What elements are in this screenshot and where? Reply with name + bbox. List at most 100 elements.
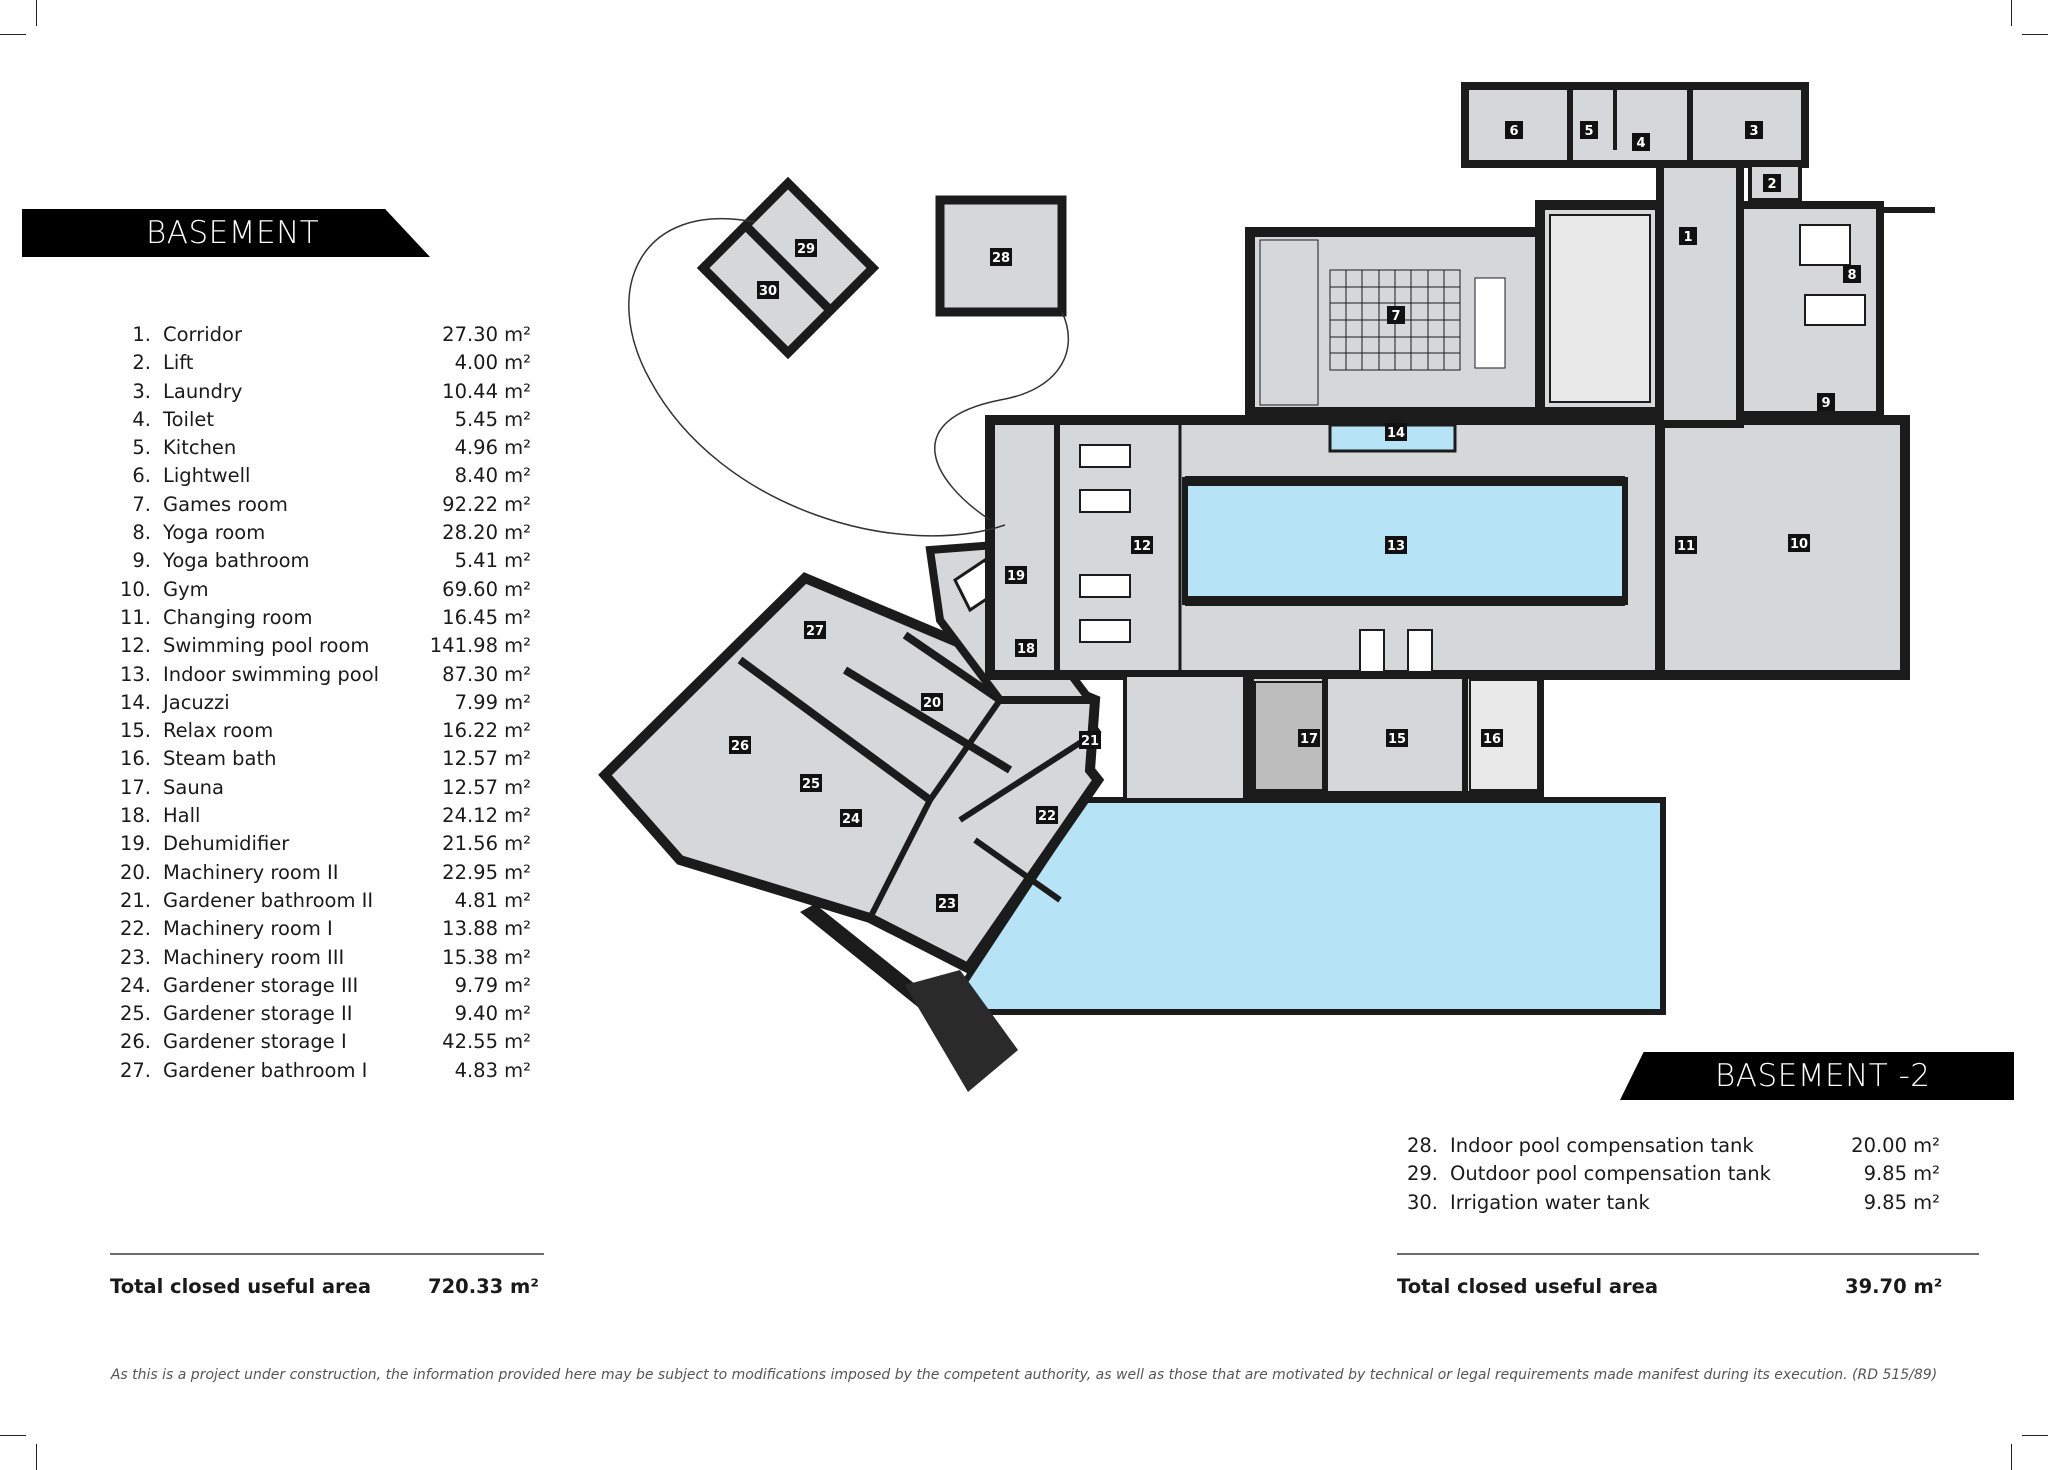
room-label-text: 29 bbox=[797, 242, 815, 257]
wall bbox=[842, 666, 1013, 774]
room-label-15: 15 bbox=[1386, 729, 1408, 747]
room-area: 8.40 m² bbox=[454, 464, 531, 488]
crop-mark bbox=[2022, 34, 2048, 35]
room-label-9: 9 bbox=[1817, 393, 1835, 411]
pipe-line bbox=[628, 217, 1070, 537]
room-area: 42.55 m² bbox=[442, 1030, 531, 1054]
games-room-tiles bbox=[1259, 239, 1506, 406]
room-label-12: 12 bbox=[1131, 536, 1153, 554]
room-area: 12.57 m² bbox=[442, 747, 531, 771]
room-label-text: 19 bbox=[1007, 569, 1025, 584]
room-name: Corridor bbox=[163, 323, 242, 346]
room-label-25: 25 bbox=[800, 774, 822, 792]
room-number: 11. bbox=[119, 605, 151, 629]
room-label-text: 14 bbox=[1387, 426, 1405, 441]
tank-28 bbox=[935, 195, 1067, 317]
access-ramp-end bbox=[905, 970, 1018, 1092]
room-label-text: 30 bbox=[759, 284, 777, 299]
room-name: Jacuzzi bbox=[163, 690, 230, 714]
room-label-16: 16 bbox=[1481, 729, 1503, 747]
room-name: Dehumidifier bbox=[163, 832, 290, 856]
room-name: Kitchen bbox=[163, 436, 237, 460]
room-name: Yoga bathroom bbox=[163, 549, 310, 573]
wall bbox=[973, 837, 1062, 903]
room-label-30: 30 bbox=[757, 281, 779, 299]
room-name: Toilet bbox=[163, 407, 215, 431]
total-label-right: Total closed useful area bbox=[1397, 1275, 1658, 1298]
crop-mark bbox=[0, 34, 26, 35]
room-name: Games room bbox=[163, 492, 288, 516]
room-area: 12.57 m² bbox=[442, 775, 531, 799]
room-label-text: 7 bbox=[1391, 309, 1400, 324]
room-area: 27.30 m² bbox=[442, 323, 531, 346]
wall bbox=[737, 656, 933, 804]
total-label-left: Total closed useful area bbox=[110, 1275, 371, 1298]
room-name: Irrigation water tank bbox=[1450, 1190, 1650, 1214]
room-label-23: 23 bbox=[936, 894, 958, 912]
room-area: 87.30 m² bbox=[442, 662, 531, 686]
room-number: 17. bbox=[119, 775, 151, 799]
room-label-7: 7 bbox=[1387, 306, 1405, 324]
room-name: Hall bbox=[163, 804, 201, 828]
room-label-4: 4 bbox=[1632, 133, 1650, 151]
room-label-18: 18 bbox=[1015, 639, 1037, 657]
room-label-text: 20 bbox=[923, 696, 941, 711]
room-number: 14. bbox=[119, 690, 151, 714]
section-header-basement-2: BASEMENT -2 bbox=[1620, 1052, 2014, 1100]
room-label-6: 6 bbox=[1505, 121, 1523, 139]
room-label-5: 5 bbox=[1580, 121, 1598, 139]
room-label-text: 28 bbox=[992, 251, 1010, 266]
room-label-text: 12 bbox=[1133, 539, 1151, 554]
outdoor-pool bbox=[939, 797, 1666, 1015]
room-area: 9.85 m² bbox=[1863, 1162, 1940, 1186]
room-area: 5.45 m² bbox=[454, 407, 531, 431]
room-name: Indoor swimming pool bbox=[163, 662, 380, 686]
room-label-text: 21 bbox=[1081, 734, 1099, 749]
room-name: Swimming pool room bbox=[163, 634, 370, 658]
room-label-17: 17 bbox=[1298, 729, 1320, 747]
room-name: Relax room bbox=[163, 719, 274, 743]
wall bbox=[958, 727, 1102, 823]
room-label-text: 6 bbox=[1509, 124, 1518, 139]
room-label-8: 8 bbox=[1843, 265, 1861, 283]
room-label-27: 27 bbox=[804, 621, 826, 639]
steam-bath bbox=[1469, 679, 1539, 791]
room-number: 20. bbox=[119, 860, 151, 884]
room-name: Laundry bbox=[163, 379, 243, 403]
room-area: 4.83 m² bbox=[454, 1058, 531, 1082]
lounger-group bbox=[1079, 444, 1433, 676]
section-header-basement-text: BASEMENT bbox=[146, 215, 320, 251]
storage-inner bbox=[1549, 214, 1651, 403]
room-label-22: 22 bbox=[1036, 806, 1058, 824]
room-name: Lightwell bbox=[163, 464, 251, 488]
left-wing bbox=[598, 572, 1105, 975]
indoor-pool bbox=[1182, 477, 1628, 605]
room-label-3: 3 bbox=[1745, 121, 1763, 139]
room-number: 21. bbox=[119, 888, 151, 912]
room-area: 21.56 m² bbox=[442, 832, 531, 856]
room-area: 13.88 m² bbox=[442, 917, 531, 941]
room-area: 9.79 m² bbox=[454, 973, 531, 997]
room-number: 3. bbox=[132, 379, 151, 403]
room-area: 16.22 m² bbox=[442, 719, 531, 743]
room-label-text: 13 bbox=[1387, 539, 1405, 554]
room-label-text: 10 bbox=[1790, 537, 1808, 552]
room-area: 10.44 m² bbox=[442, 379, 531, 403]
room-name: Indoor pool compensation tank bbox=[1450, 1134, 1754, 1157]
corridor bbox=[1656, 160, 1744, 428]
room-label-20: 20 bbox=[921, 693, 943, 711]
